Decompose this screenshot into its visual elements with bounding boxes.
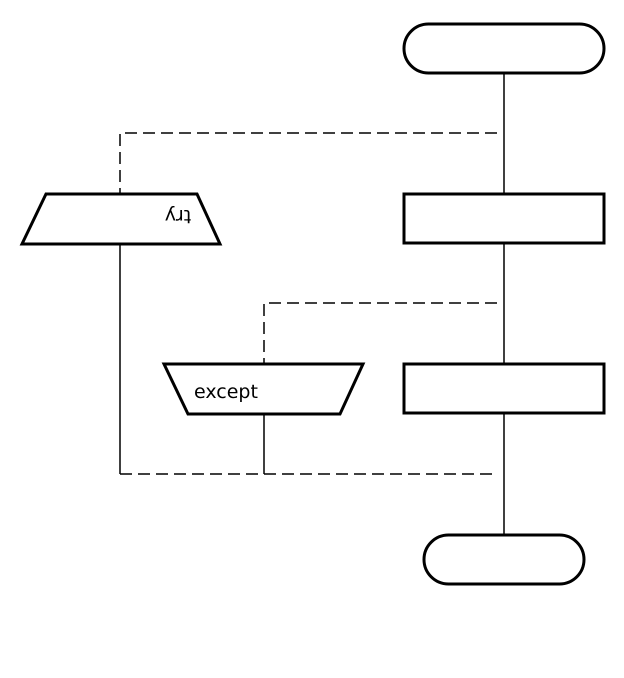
end-terminator[interactable] <box>422 533 586 586</box>
start-terminator[interactable] <box>402 22 606 75</box>
except-branch-connector <box>263 302 497 363</box>
process-box-1[interactable] <box>402 192 606 245</box>
process-box-2[interactable] <box>402 362 606 415</box>
except-block-label: except <box>194 381 258 403</box>
try-block-label: try <box>165 205 192 227</box>
try-branch-connector <box>119 132 497 193</box>
except-block[interactable] <box>161 362 366 416</box>
try-block[interactable] <box>19 192 223 246</box>
